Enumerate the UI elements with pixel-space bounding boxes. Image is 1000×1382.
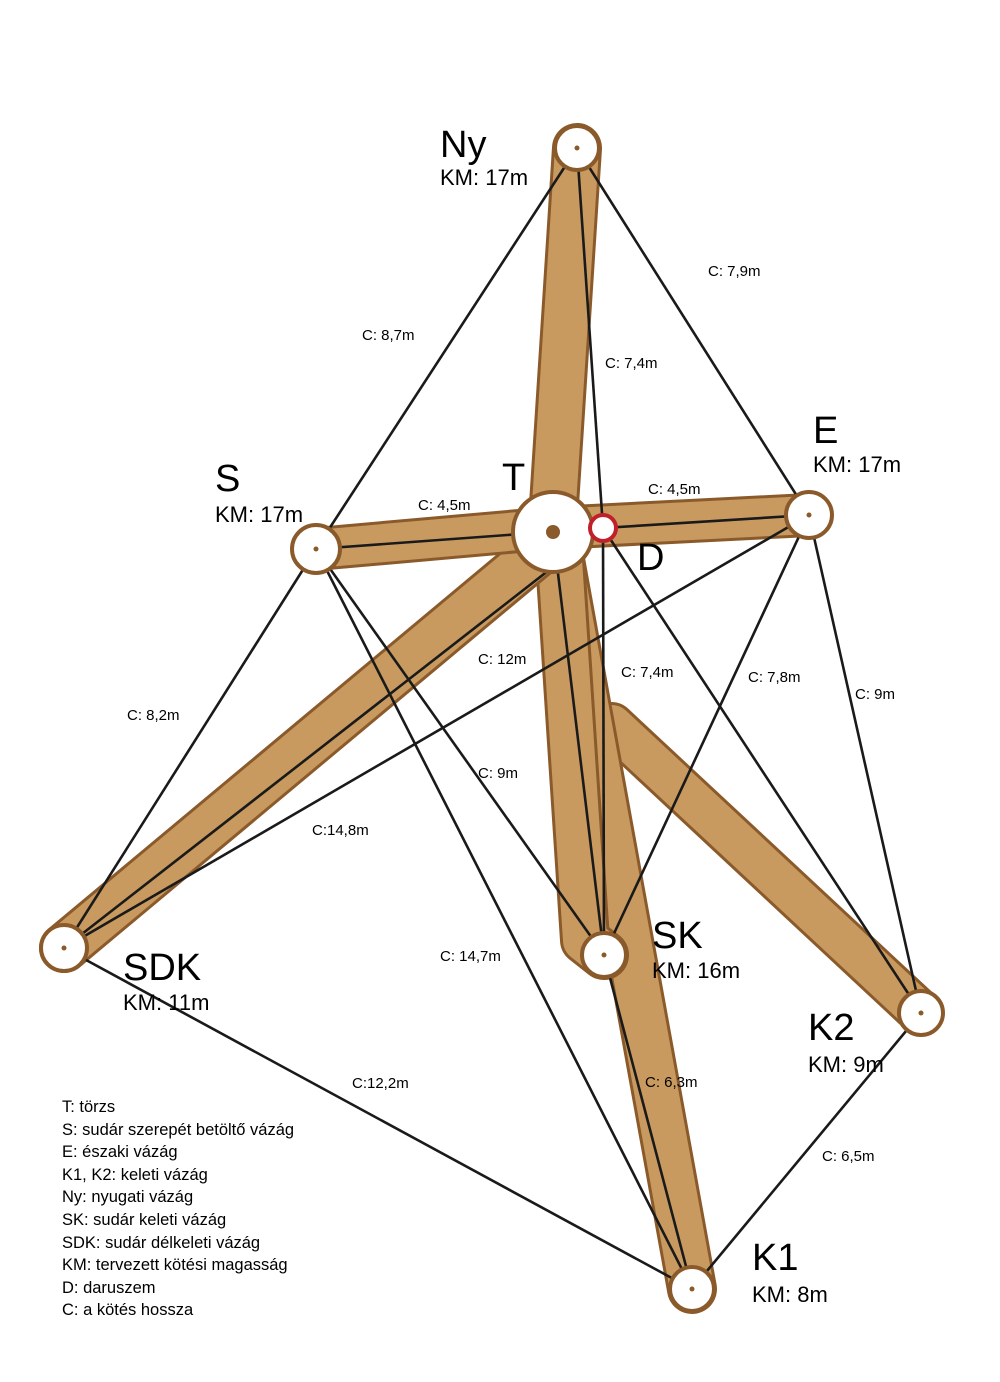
cable-length-label: C: 7,8m [748, 669, 801, 686]
cable-length-label: C: 4,5m [648, 481, 701, 498]
node-center-dot [918, 1010, 924, 1016]
legend: T: törzs S: sudár szerepét betöltő vázág… [62, 1096, 294, 1322]
legend-item: E: északi vázág [62, 1143, 178, 1162]
node-km-k1: KM: 8m [752, 1282, 828, 1307]
k2-branch [592, 705, 941, 1033]
cable-k2-k1 [690, 1012, 923, 1290]
cable-s-sdk [62, 548, 318, 949]
cable-length-label: C: 7,9m [708, 263, 761, 280]
cable-length-label: C: 8,2m [127, 707, 180, 724]
node-name-k1: K1 [752, 1237, 798, 1279]
legend-item: S: sudár szerepét betöltő vázág [62, 1120, 295, 1139]
cable-sdk-k1 [63, 946, 693, 1291]
cable-d-e [602, 513, 810, 530]
node-km-e: KM: 17m [813, 452, 901, 477]
cable-length-label: C:12,2m [352, 1075, 409, 1092]
legend-item: D: daruszem [62, 1278, 156, 1297]
node-name-sdk: SDK [123, 947, 201, 989]
cable-t-sk [551, 531, 606, 956]
legend-item: C: a kötés hossza [62, 1301, 194, 1320]
node-center-dot [313, 546, 319, 552]
cable-s-sk [314, 548, 606, 956]
cable-ny-d [575, 147, 605, 529]
legend-item: K1, K2: keleti vázág [62, 1165, 208, 1184]
node-name-e: E [813, 410, 838, 452]
cable-length-label: C: 14,7m [440, 948, 501, 965]
node-center-dot [601, 952, 607, 958]
legend-item: SDK: sudár délkeleti vázág [62, 1233, 261, 1252]
cable-length-label: C: 9m [855, 686, 895, 703]
cable-ny-e [575, 147, 811, 516]
cable-e-sk [602, 514, 811, 956]
node-center-dot [806, 512, 812, 518]
legend-item: Ny: nyugati vázág [62, 1188, 194, 1207]
node-name-k2: K2 [808, 1007, 854, 1049]
node-name-d: D [637, 537, 664, 579]
node-name-sk: SK [652, 915, 703, 957]
node-name-s: S [215, 458, 240, 500]
cable-s-k1 [314, 548, 694, 1290]
ny-branch [531, 126, 599, 542]
node-center-dot [61, 945, 67, 951]
node-center-dot [546, 525, 560, 539]
node-km-sdk: KM: 11m [123, 990, 209, 1015]
cable-length-label: C: 8,7m [362, 327, 415, 344]
legend-item: KM: tervezett kötési magasság [62, 1256, 288, 1275]
node-km-s: KM: 17m [215, 502, 303, 527]
cable-length-label: C: 7,4m [605, 355, 658, 372]
cable-d-k2 [601, 527, 923, 1014]
crane-point-d [588, 513, 618, 543]
legend-item: T: törzs [62, 1098, 116, 1116]
node-km-k2: KM: 9m [808, 1052, 884, 1077]
cable-length-label: C: 9m [478, 765, 518, 782]
node-name-t: T [502, 457, 525, 499]
cable-d-sdk [63, 526, 604, 950]
node-km-ny: KM: 17m [440, 165, 528, 190]
node-center-dot [689, 1286, 695, 1292]
cable-length-label: C: 6,3m [645, 1074, 698, 1091]
cable-ny-s [314, 147, 579, 550]
legend-item: SK: sudár keleti vázág [62, 1210, 227, 1229]
cable-length-label: C: 12m [478, 651, 526, 668]
node-center-dot [574, 145, 580, 151]
cable-length-label: C: 6,5m [822, 1148, 875, 1165]
cable-length-label: C:14,8m [312, 822, 369, 839]
cable-length-label: C: 4,5m [418, 497, 471, 514]
cable-e-k2 [807, 514, 923, 1014]
node-name-ny: Ny [440, 124, 486, 166]
cable-sk-k1 [602, 954, 694, 1290]
cable-d-sk [601, 527, 606, 956]
cable-e-sdk [63, 513, 810, 950]
node-km-sk: KM: 16m [652, 958, 740, 983]
cable-length-label: C: 7,4m [621, 664, 674, 681]
sdk-branch [42, 518, 575, 970]
